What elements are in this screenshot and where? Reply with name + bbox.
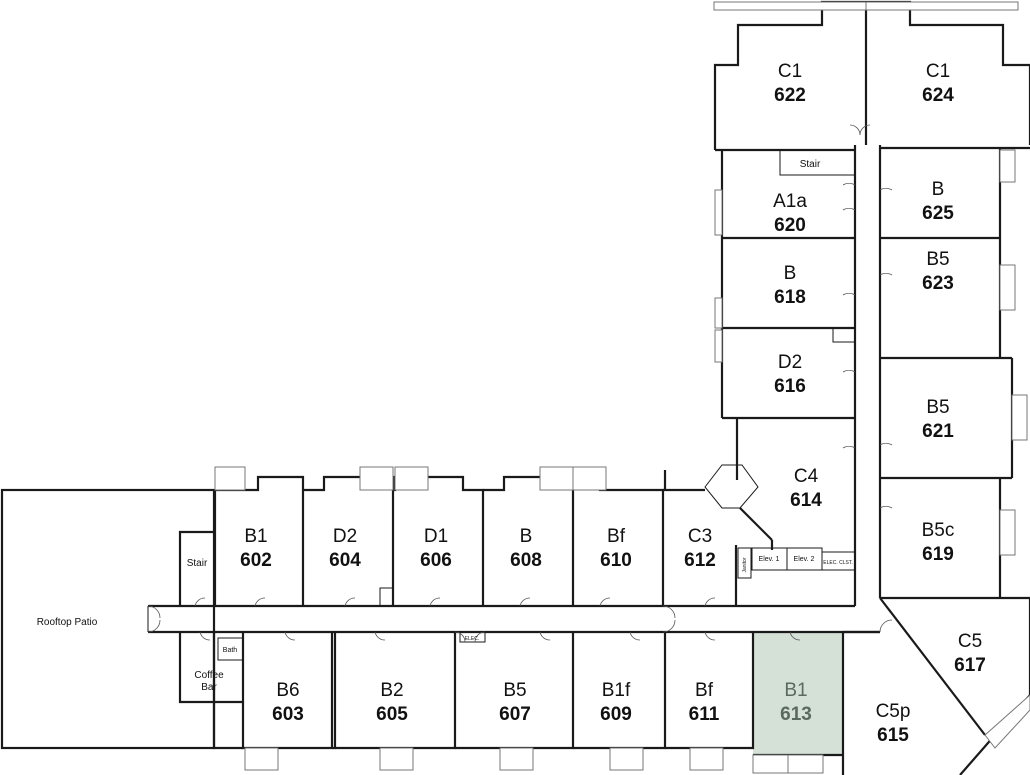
unit-type-label: B5: [503, 680, 526, 701]
unit-type-label: B: [520, 526, 533, 547]
unit-labels: C1622C1624A1a620B625B618B5623D2616B5621C…: [240, 61, 986, 746]
unit-number-label: 604: [329, 550, 361, 571]
unit-type-label: C5p: [876, 701, 911, 722]
bath-label: Bath: [223, 647, 238, 654]
unit-number-label: 623: [922, 273, 954, 294]
unit-type-label: C1: [778, 61, 802, 82]
unit-number-label: 602: [240, 550, 272, 571]
unit-type-label: B: [932, 179, 945, 200]
unit-number-label: 603: [272, 704, 304, 725]
unit-number-label: 625: [922, 203, 954, 224]
east-west-corridor: [147, 604, 880, 634]
unit-611[interactable]: Bf 611: [689, 680, 720, 725]
north-south-corridor: [853, 145, 882, 606]
unit-type-label: D2: [333, 526, 357, 547]
unit-type-label: C3: [688, 526, 712, 547]
unit-number-label: 605: [376, 704, 408, 725]
coffee-bar-label-2: Bar: [201, 682, 217, 693]
unit-613-highlight: [753, 632, 843, 755]
unit-number-label: 612: [684, 550, 716, 571]
unit-type-label: B: [784, 263, 797, 284]
c4-walls: [704, 464, 856, 579]
unit-number-label: 613: [780, 704, 812, 725]
unit-number-label: 619: [922, 544, 954, 565]
unit-type-label: C4: [794, 466, 819, 487]
unit-625[interactable]: B 625: [922, 179, 954, 224]
unit-number-label: 621: [922, 421, 954, 442]
unit-number-label: 618: [774, 287, 806, 308]
unit-number-label: 614: [790, 490, 822, 511]
unit-number-label: 620: [774, 215, 806, 236]
unit-number-label: 616: [774, 376, 806, 397]
stair-north-label: Stair: [800, 159, 821, 170]
unit-type-label: D1: [424, 526, 448, 547]
unit-type-label: B1: [244, 526, 267, 547]
rooftop-patio-label: Rooftop Patio: [37, 617, 98, 628]
janitor-label: Janitor: [742, 557, 748, 572]
rooftop-patio: Rooftop Patio: [0, 488, 216, 750]
elevator-2-label: Elev. 2: [794, 556, 815, 563]
doors: [147, 124, 893, 643]
unit-type-label: Bf: [607, 526, 626, 547]
unit-number-label: 611: [689, 704, 720, 725]
coffee-bar-label-1: Coffee: [194, 670, 224, 681]
elec-clst-label: ELEC. CLST.: [823, 560, 852, 566]
unit-type-label: A1a: [773, 191, 807, 212]
elec-label: ELEC.: [465, 636, 479, 642]
unit-type-label: B2: [380, 680, 403, 701]
unit-number-label: 607: [499, 704, 531, 725]
utility-labels: Stair Stair Coffee Bar Bath Elev. 1 Elev…: [187, 159, 853, 693]
stair-west-label: Stair: [187, 558, 208, 569]
unit-type-label: C1: [926, 61, 950, 82]
unit-number-label: 608: [510, 550, 542, 571]
elevator-1-label: Elev. 1: [759, 556, 780, 563]
unit-number-label: 610: [600, 550, 632, 571]
unit-number-label: 609: [600, 704, 632, 725]
unit-type-label: C5: [958, 631, 982, 652]
unit-number-label: 615: [877, 725, 909, 746]
unit-number-label: 606: [420, 550, 452, 571]
unit-618[interactable]: B 618: [774, 263, 806, 308]
unit-type-label: B5c: [922, 520, 955, 541]
unit-type-label: B6: [276, 680, 299, 701]
unit-number-label: 622: [774, 85, 806, 106]
unit-type-label: B1: [784, 680, 807, 701]
unit-type-label: D2: [778, 352, 802, 373]
unit-610[interactable]: Bf 610: [600, 526, 632, 571]
unit-608[interactable]: B 608: [510, 526, 542, 571]
windows: [214, 1, 1030, 774]
unit-type-label: B1f: [602, 680, 631, 701]
unit-number-label: 624: [922, 85, 954, 106]
unit-type-label: Bf: [695, 680, 714, 701]
unit-type-label: B5: [926, 397, 949, 418]
unit-type-label: B5: [926, 249, 949, 270]
unit-number-label: 617: [954, 655, 986, 676]
